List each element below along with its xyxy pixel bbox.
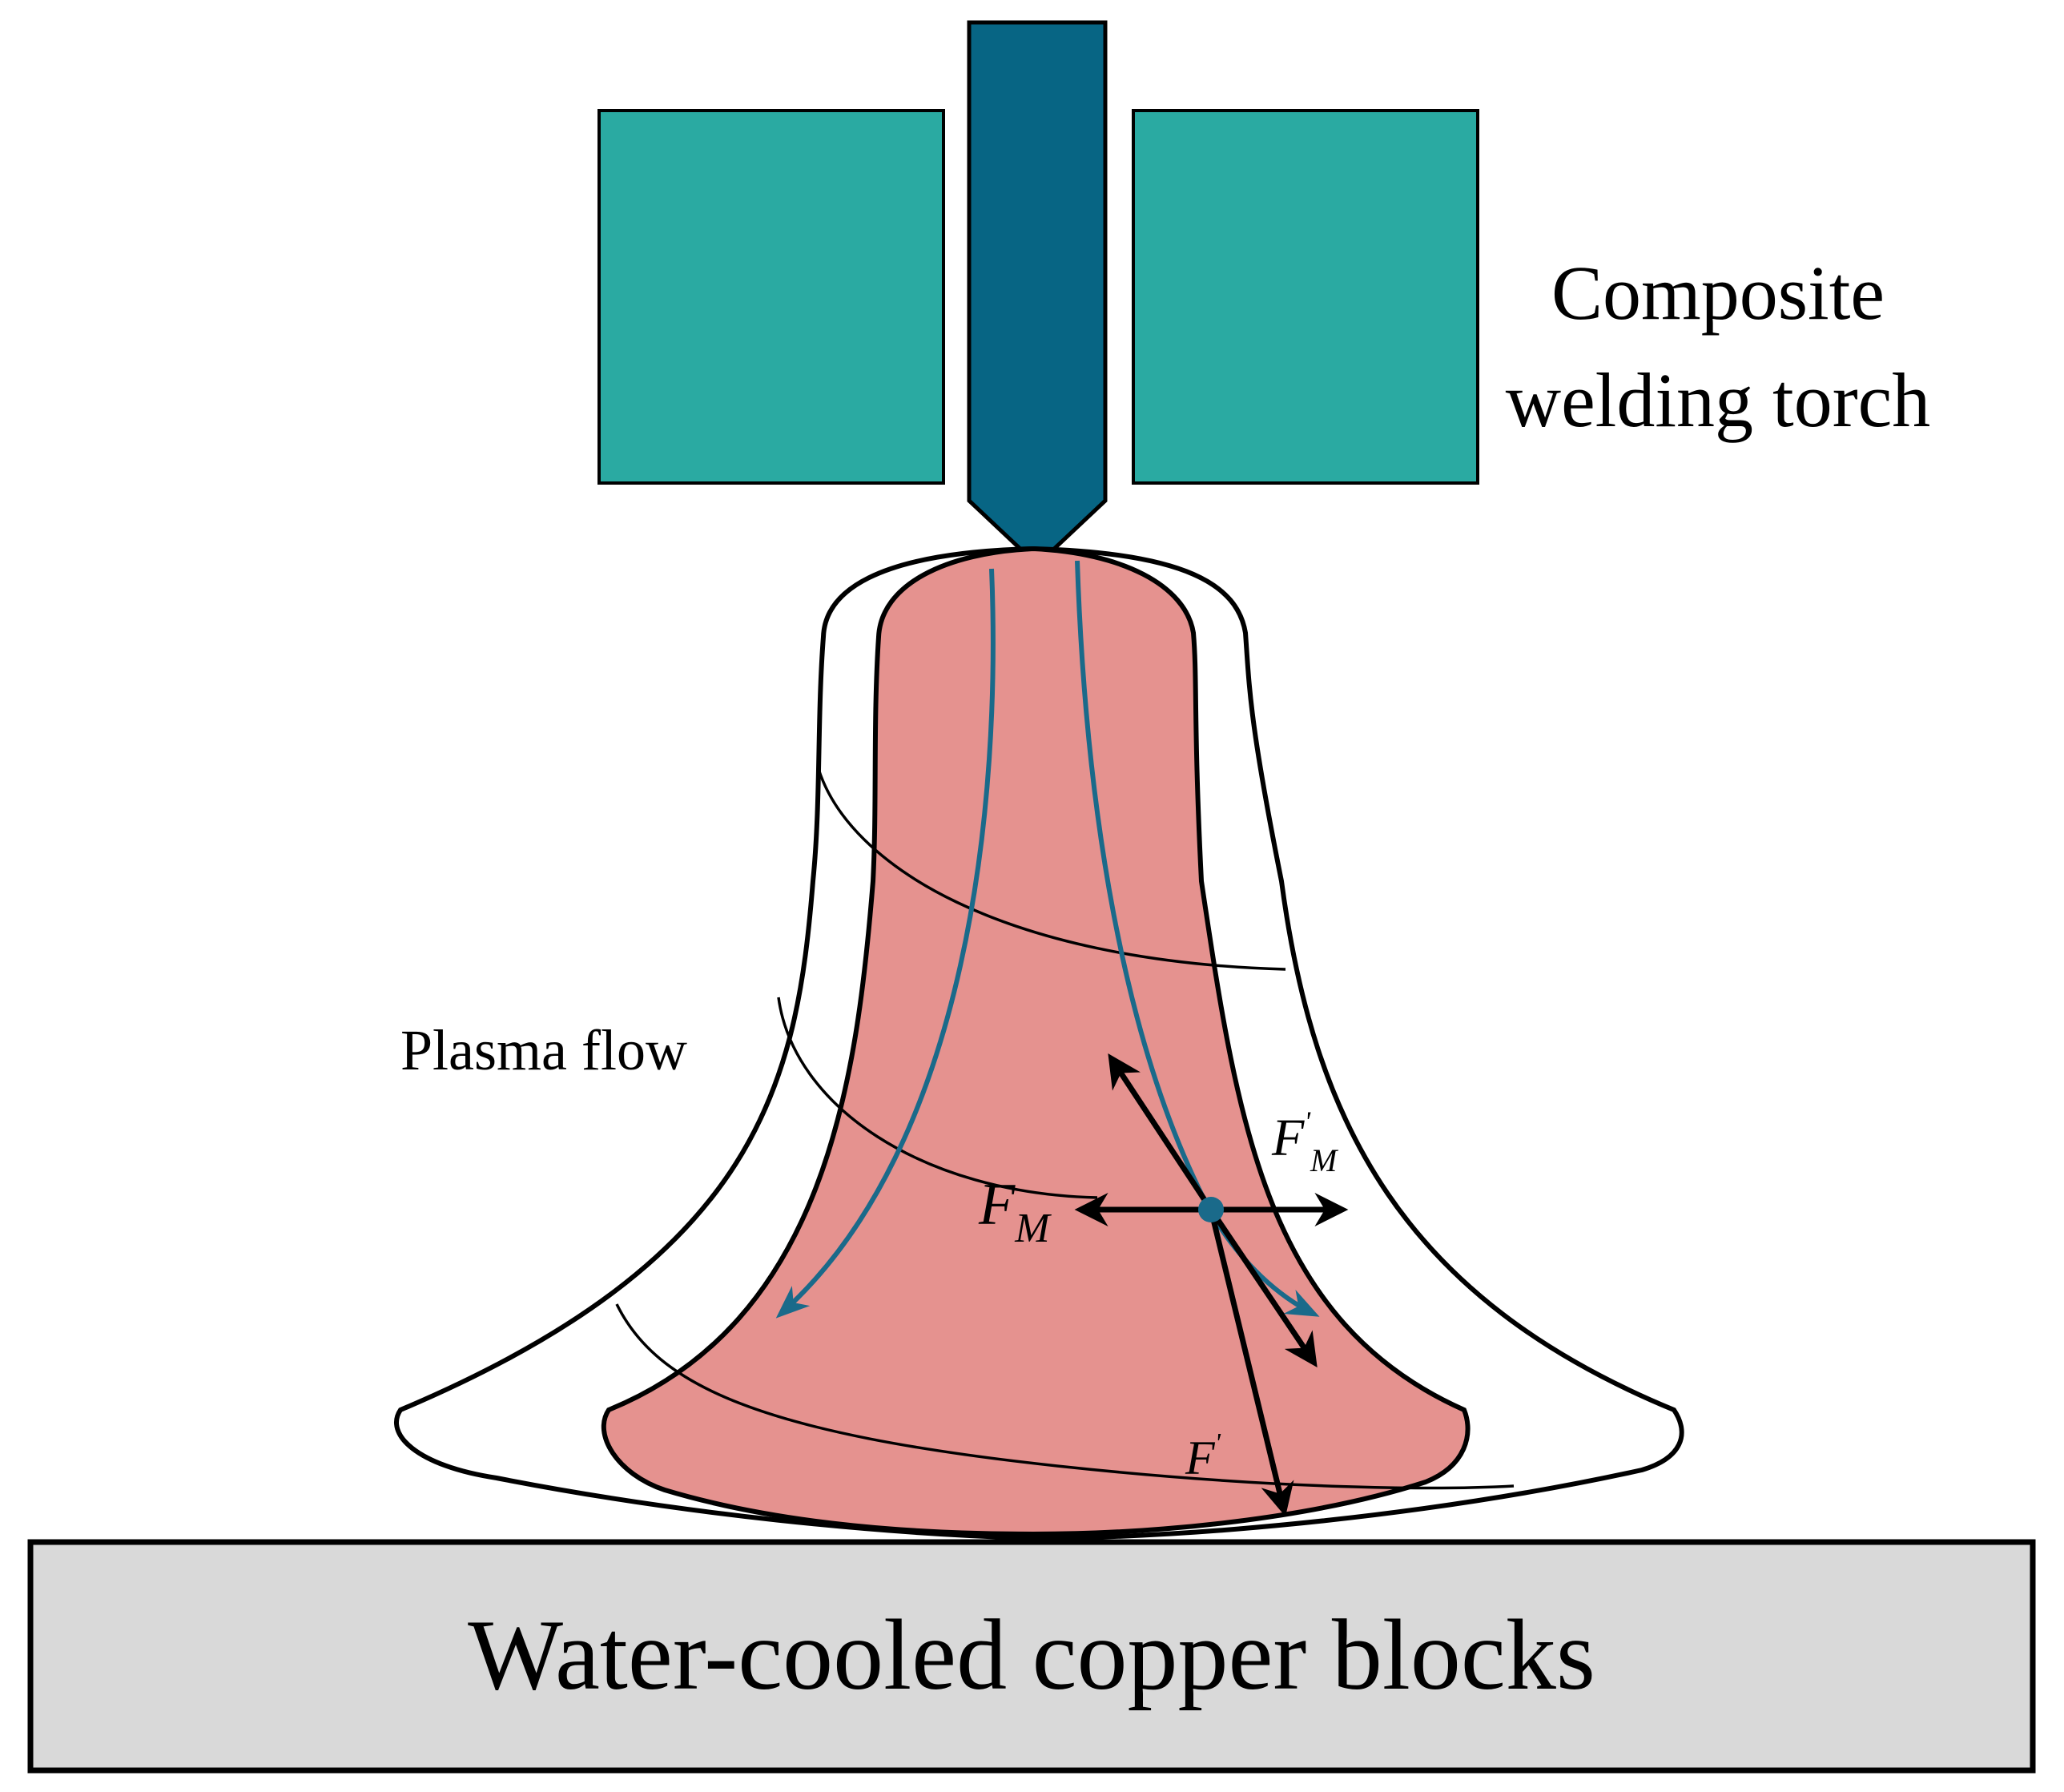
tungsten-electrode — [967, 20, 1108, 568]
label-f-prime-symbol: F — [1185, 1432, 1216, 1484]
force-arrow-up-left — [1108, 1053, 1213, 1211]
copper-block-label: Water-cooled copper blocks — [468, 1600, 1595, 1711]
plasma-flow-curve-upper — [817, 768, 1286, 971]
label-fm: FM — [978, 1172, 1052, 1251]
copper-block — [27, 1539, 2036, 1774]
torch-label-line1: Composite — [1551, 250, 1885, 336]
label-f-prime: F' — [1185, 1428, 1221, 1484]
label-fm-prime-mark: ' — [1304, 1105, 1311, 1138]
force-arrow-down-right — [1209, 1208, 1318, 1367]
label-fm-symbol: F — [978, 1172, 1016, 1238]
force-arrow-f-prime — [1208, 1209, 1294, 1517]
torch-nozzle-left — [597, 109, 945, 485]
label-fm-prime-symbol: F — [1271, 1109, 1305, 1167]
plasma-flow-curve-lower — [615, 1303, 1515, 1490]
force-origin-point — [1198, 1197, 1224, 1222]
label-fm-prime-sub: M — [1310, 1142, 1339, 1178]
label-fm-prime: F' M — [1271, 1105, 1339, 1178]
arc-core — [601, 546, 1471, 1537]
label-fm-sub: M — [1014, 1206, 1052, 1251]
flow-streamline-right — [1075, 560, 1320, 1317]
torch-label-line2: welding torch — [1506, 357, 1931, 443]
flow-streamline-left — [775, 568, 996, 1319]
torch-nozzle-right — [1132, 109, 1479, 485]
plasma-flow-curve-middle — [777, 997, 1098, 1199]
plasma-flow-label: Plasma flow — [400, 1018, 687, 1082]
label-f-prime-mark: ' — [1215, 1428, 1221, 1458]
